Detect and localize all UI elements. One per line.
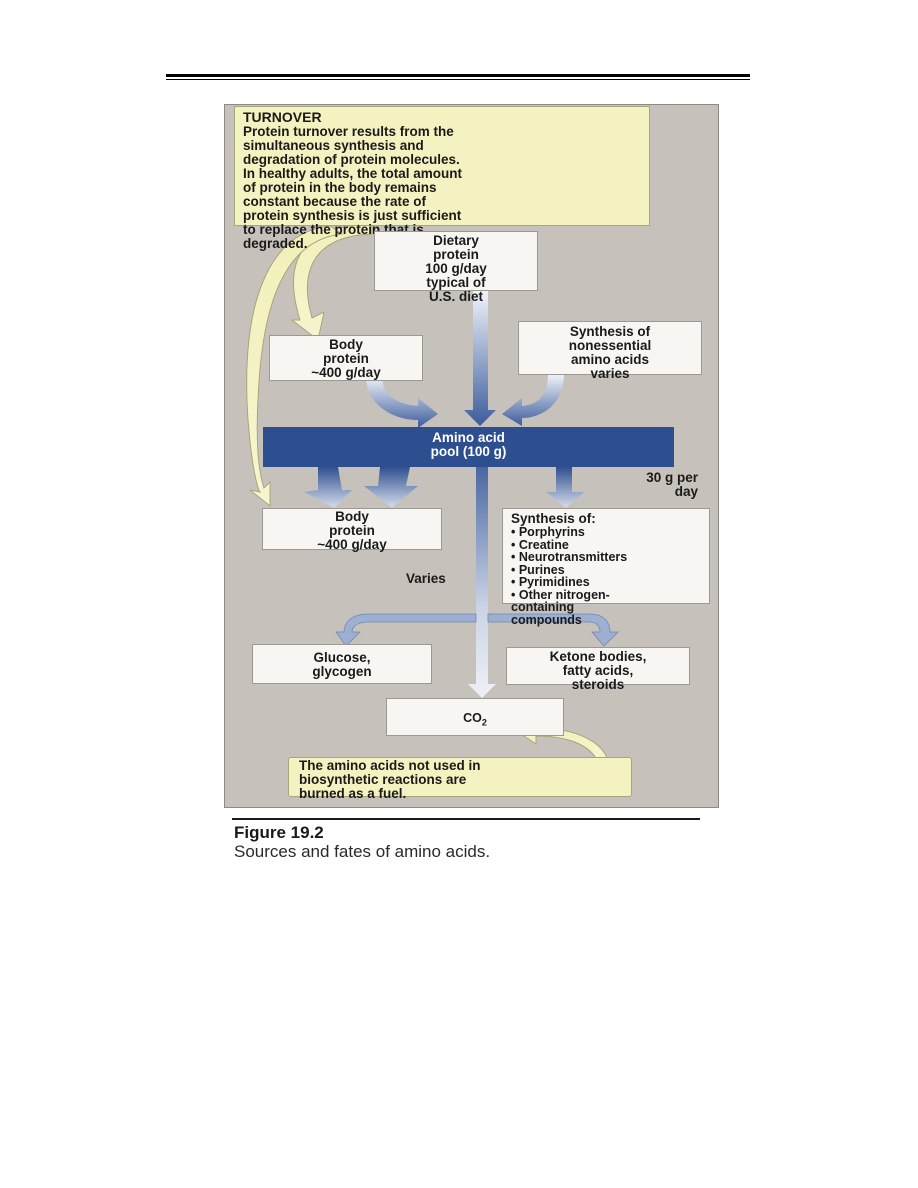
fuel-note: The amino acids not used in biosynthetic… (288, 757, 632, 801)
varies-label: Varies (406, 571, 446, 586)
co2-label: CO (463, 711, 482, 725)
per-day-label: 30 g per day (646, 470, 698, 499)
glucose-glycogen-box: Glucose, glycogen (252, 644, 432, 684)
synthesis-item: • Other nitrogen- containing compounds (511, 587, 610, 627)
body-protein-source-box: Body protein ~400 g/day (269, 335, 423, 381)
central-stem (468, 467, 496, 698)
turnover-heading: TURNOVER (243, 109, 322, 125)
body-protein-fate-arrow (304, 467, 352, 508)
figure-caption-text: Sources and fates of amino acids. (234, 842, 491, 861)
ketone-branch-arrow (487, 613, 619, 647)
body-protein-fate-box: Body protein ~400 g/day (262, 508, 442, 552)
amino-acid-pool-label: Amino acid pool (100 g) (430, 430, 507, 459)
body-protein-source-arrow (366, 376, 438, 428)
dietary-protein-box: Dietary protein 100 g/day typical of U.S… (374, 231, 538, 304)
synthesis-arrow (546, 467, 584, 508)
synthesis-item: • Creatine (511, 537, 569, 552)
dietary-arrow (464, 290, 496, 426)
ketone-bodies-box: Ketone bodies, fatty acids, steroids (506, 647, 690, 692)
caption-rule (232, 818, 700, 820)
top-rule (166, 74, 750, 80)
co2-subscript: 2 (481, 717, 487, 728)
amino-acid-pool-bar (263, 427, 674, 467)
nonessential-arrow (502, 374, 564, 426)
synthesis-item: • Pyrimidines (511, 575, 590, 589)
co2-box: CO2 (386, 698, 564, 736)
glucose-branch-arrow (335, 613, 477, 647)
turnover-arrow-to-fate (246, 225, 344, 508)
nonessential-synthesis-box: Synthesis of nonessential amino acids va… (518, 321, 702, 381)
turnover-text: Protein turnover results from the simult… (243, 124, 463, 251)
turnover-note: TURNOVER Protein turnover results from t… (234, 106, 650, 251)
synthesis-heading: Synthesis of: (511, 511, 596, 526)
synthesis-item: • Purines (511, 562, 565, 577)
synthesis-item: • Neurotransmitters (511, 550, 628, 564)
synthesis-item: • Porphyrins (511, 525, 585, 539)
synthesis-of-box: Synthesis of: • Porphyrins • Creatine • … (502, 508, 710, 626)
figure-caption-title: Figure 19.2 (234, 823, 324, 842)
